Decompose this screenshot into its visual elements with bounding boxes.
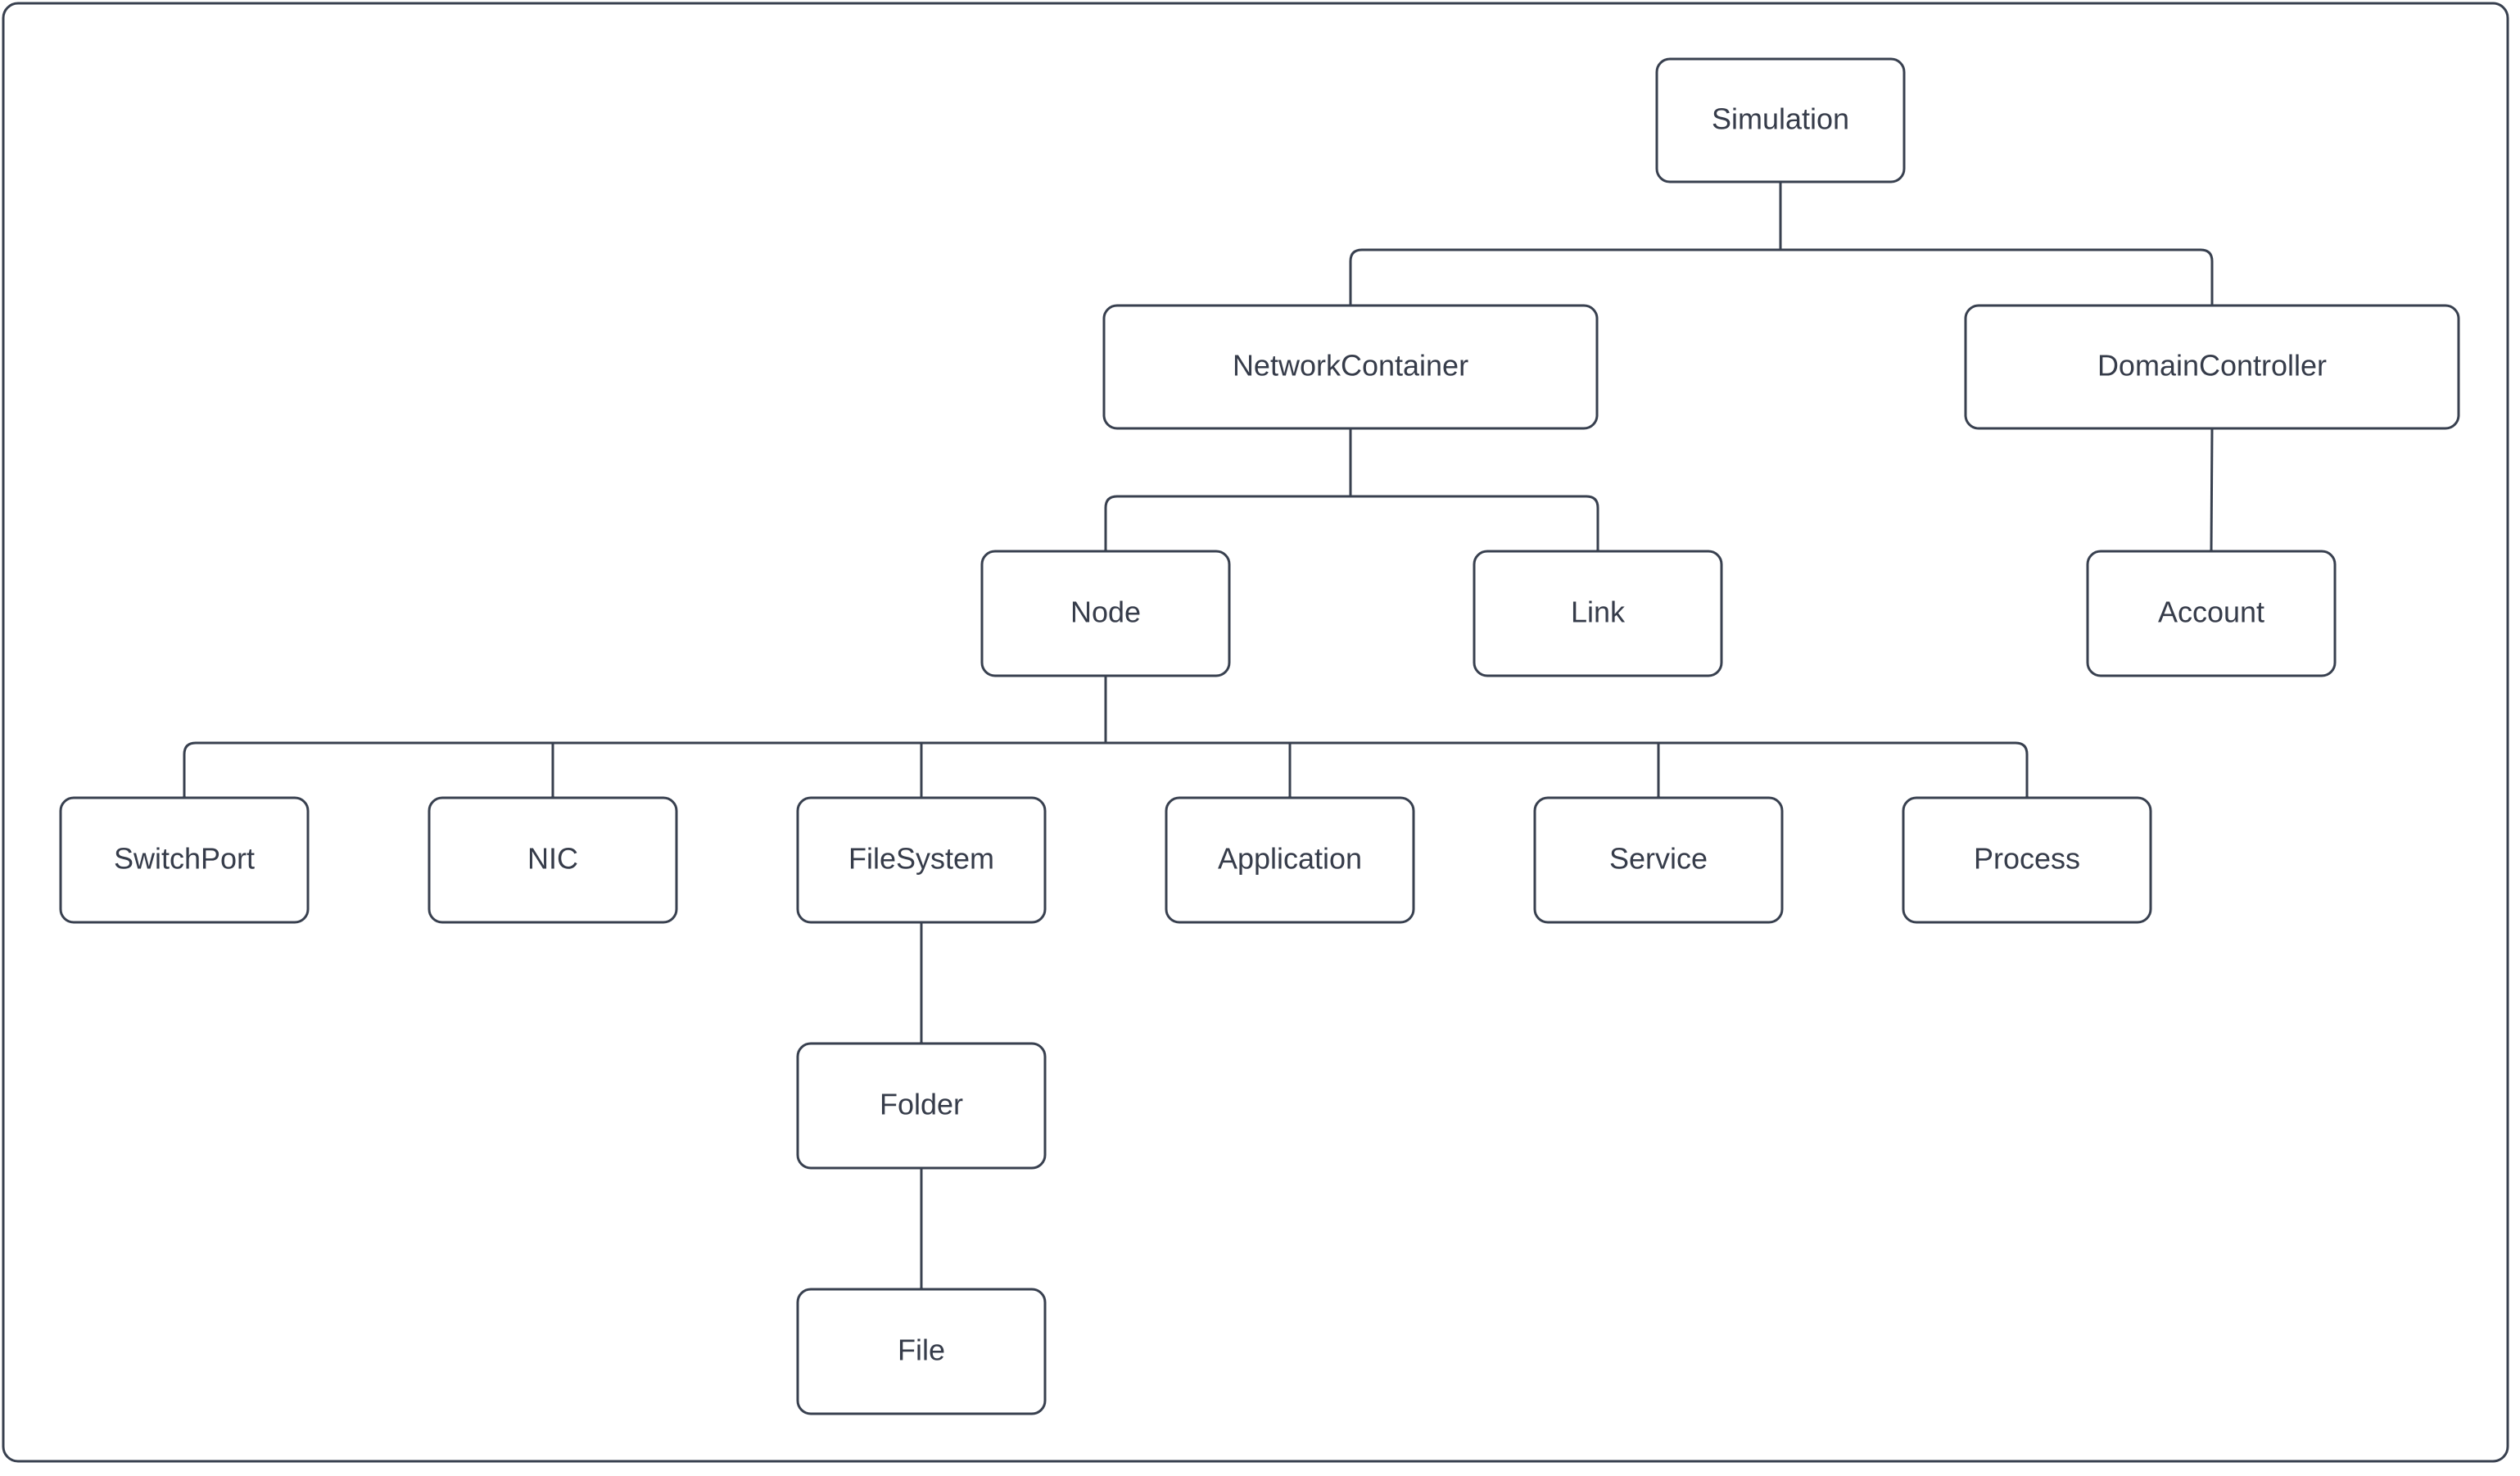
class-label-folder: Folder — [880, 1088, 963, 1121]
class-label-filesystem: FileSystem — [848, 842, 994, 876]
class-label-switchport: SwitchPort — [114, 842, 255, 876]
class-label-application: Application — [1218, 842, 1362, 876]
class-box-service[interactable] — [1533, 796, 1784, 924]
class-box-folder[interactable] — [796, 1042, 1047, 1170]
class-node-account[interactable]: Account — [2086, 550, 2337, 677]
class-box-filesystem[interactable] — [796, 796, 1047, 924]
class-node-networkcontainer[interactable]: NetworkContainer — [1102, 304, 1599, 430]
class-label-process: Process — [1974, 842, 2080, 876]
class-box-simulation[interactable] — [1655, 57, 1906, 183]
class-node-file[interactable]: File — [796, 1288, 1047, 1415]
class-box-nic[interactable] — [428, 796, 678, 924]
class-node-folder[interactable]: Folder — [796, 1042, 1047, 1170]
class-box-networkcontainer[interactable] — [1102, 304, 1599, 430]
e-netcontainer-link-drop — [1586, 495, 1599, 551]
class-label-simulation: Simulation — [1712, 102, 1849, 136]
class-node-filesystem[interactable]: FileSystem — [796, 796, 1047, 924]
class-node-simulation[interactable]: Simulation — [1655, 57, 1906, 183]
edge-group-simulation — [1349, 182, 2214, 306]
e-node-process-drop — [2015, 741, 2029, 798]
class-node-service[interactable]: Service — [1533, 796, 1784, 924]
class-node-domaincontroller[interactable]: DomainController — [1964, 304, 2460, 430]
class-label-node: Node — [1070, 595, 1141, 629]
class-box-file[interactable] — [796, 1288, 1047, 1415]
class-node-link[interactable]: Link — [1473, 550, 1723, 677]
e-node-switchport-drop — [183, 741, 197, 798]
class-box-link[interactable] — [1473, 550, 1723, 677]
e-netcontainer-node-drop — [1104, 495, 1118, 551]
class-box-application[interactable] — [1165, 796, 1415, 924]
e-sim-domainctrl-drop — [2200, 248, 2214, 306]
class-box-switchport[interactable] — [59, 796, 310, 924]
class-label-service: Service — [1609, 842, 1708, 876]
class-box-account[interactable] — [2086, 550, 2337, 677]
class-label-nic: NIC — [527, 842, 578, 876]
class-box-node[interactable] — [980, 550, 1231, 677]
class-box-process[interactable] — [1902, 796, 2152, 924]
e-sim-netcontainer-drop — [1349, 248, 1363, 306]
class-label-domaincontroller: DomainController — [2097, 349, 2327, 383]
class-box-domaincontroller[interactable] — [1964, 304, 2460, 430]
e-domainctrl-account-line — [2210, 428, 2214, 552]
class-node-nic[interactable]: NIC — [428, 796, 678, 924]
class-node-application[interactable]: Application — [1165, 796, 1415, 924]
class-label-link: Link — [1571, 595, 1626, 629]
class-label-networkcontainer: NetworkContainer — [1233, 349, 1468, 383]
class-node-switchport[interactable]: SwitchPort — [59, 796, 310, 924]
class-node-node[interactable]: Node — [980, 550, 1231, 677]
class-label-file: File — [898, 1333, 945, 1367]
class-label-account: Account — [2158, 595, 2264, 629]
class-node-process[interactable]: Process — [1902, 796, 2152, 924]
